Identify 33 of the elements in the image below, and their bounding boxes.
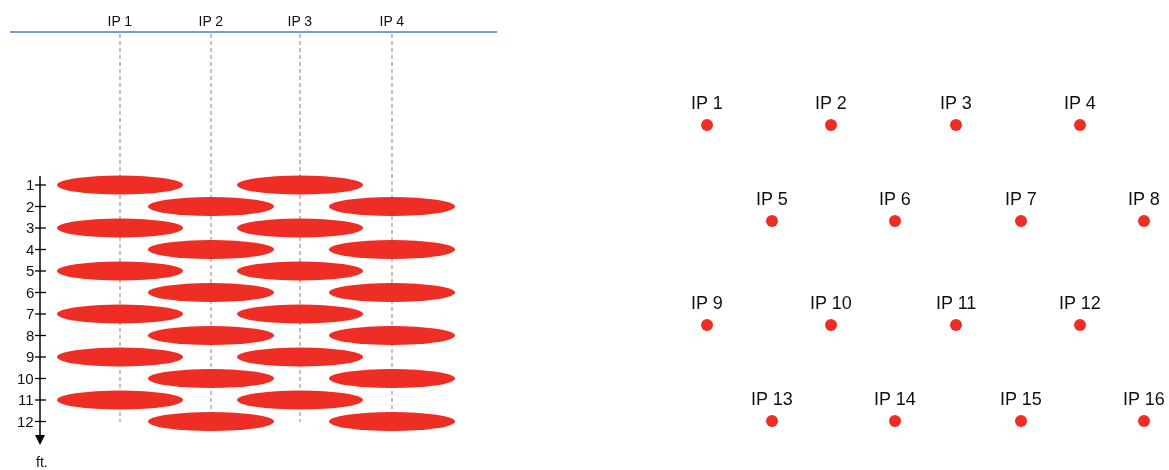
- point-label: IP 15: [1000, 390, 1042, 408]
- depth-tick-label: 10: [17, 370, 34, 386]
- column-label: IP 3: [287, 14, 313, 28]
- point-label: IP 12: [1059, 294, 1101, 312]
- depth-tick-label: 8: [26, 327, 35, 343]
- depth-tick-label: 3: [26, 220, 35, 235]
- point-label: IP 3: [940, 94, 972, 112]
- depth-tick-label: 6: [26, 284, 35, 300]
- point-label: IP 10: [810, 294, 852, 312]
- point-label: IP 2: [815, 94, 847, 112]
- point-label: IP 16: [1123, 390, 1165, 408]
- point-label: IP 9: [691, 294, 723, 312]
- point-label: IP 14: [874, 390, 916, 408]
- depth-tick-label: 1: [26, 177, 35, 192]
- point-label: IP 1: [691, 94, 723, 112]
- point-label: IP 13: [751, 390, 793, 408]
- column-label: IP 2: [198, 14, 224, 28]
- point-label: IP 5: [756, 190, 788, 208]
- depth-tick-label: 4: [26, 241, 35, 257]
- column-label: IP 4: [379, 14, 405, 28]
- point-label: IP 6: [879, 190, 911, 208]
- point-label: IP 7: [1005, 190, 1037, 208]
- depth-tick-label: 5: [26, 263, 35, 278]
- point-label: IP 11: [936, 294, 977, 312]
- depth-tick-label: 7: [26, 306, 35, 321]
- depth-tick-label: 11: [18, 392, 34, 407]
- point-label: IP 4: [1064, 94, 1096, 112]
- depth-tick-label: 9: [26, 349, 35, 364]
- unit-label: ft.: [36, 455, 48, 469]
- depth-tick-label: 2: [26, 198, 35, 214]
- point-label: IP 8: [1128, 190, 1160, 208]
- depth-tick-label: 12: [17, 413, 34, 429]
- column-label: IP 1: [107, 14, 133, 28]
